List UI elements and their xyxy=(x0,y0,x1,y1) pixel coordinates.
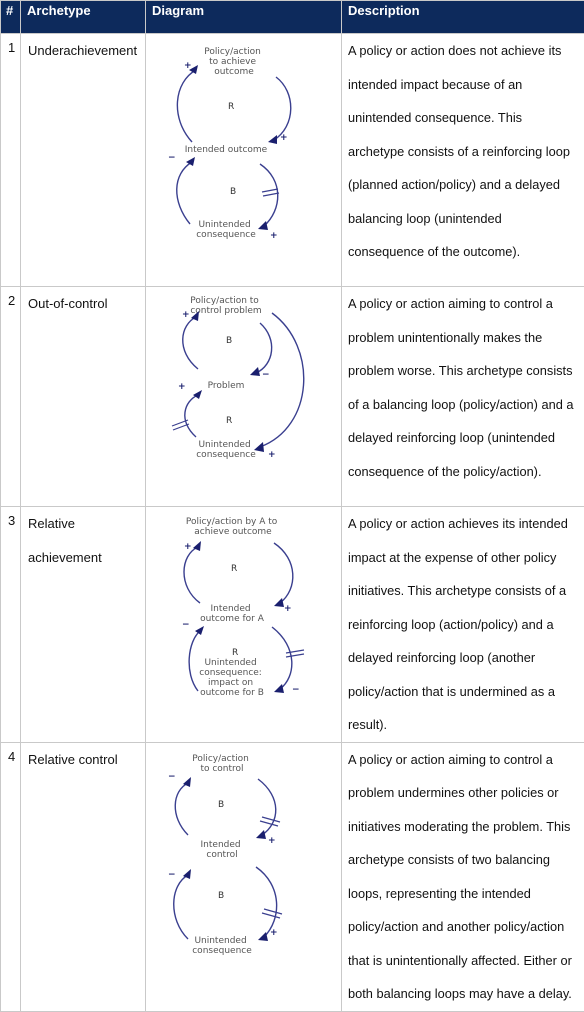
loop-arrow-down xyxy=(258,779,276,835)
diagram-cell: Policy/action to achieve outcome + + R I… xyxy=(146,34,342,287)
sign: − xyxy=(292,685,300,695)
sign: + xyxy=(270,928,278,938)
table-row: 2 Out-of-control Policy/action to contro… xyxy=(1,287,584,507)
sign: + xyxy=(270,231,278,241)
delay-mark xyxy=(260,821,278,826)
delay-mark xyxy=(262,189,278,192)
table-row: 1 Underachievement Policy/action to achi… xyxy=(1,34,584,287)
loop-arrow-up xyxy=(183,317,198,369)
loop-label: B xyxy=(218,800,224,810)
node-bottom: Unintended consequence xyxy=(196,220,256,240)
delay-mark xyxy=(262,913,280,918)
delay-mark xyxy=(286,654,304,657)
arrowhead xyxy=(258,221,268,230)
diagram-cell: Policy/action to control − + B Intended … xyxy=(146,742,342,1011)
delay-mark xyxy=(264,909,282,914)
node-middle: Intended control xyxy=(201,840,244,860)
loop-arrow-up xyxy=(177,162,192,224)
row-number: 2 xyxy=(1,287,21,507)
sign: − xyxy=(182,620,190,630)
loop-arrow-up xyxy=(174,875,188,939)
sign: − xyxy=(168,870,176,880)
sign: + xyxy=(184,61,192,71)
delay-mark xyxy=(263,193,279,196)
archetype-name: Underachievement xyxy=(21,34,146,287)
loop-arrow-up xyxy=(185,395,198,437)
causal-loop-diagram: Policy/action to control − + B Intended … xyxy=(146,743,342,997)
loop-label: R xyxy=(228,102,234,112)
sign: + xyxy=(184,542,192,552)
loop-arrow-down xyxy=(272,627,292,689)
table-row: 4 Relative control Policy/action to cont… xyxy=(1,742,584,1011)
diagram-cell: Policy/action to control problem + − + B… xyxy=(146,287,342,507)
loop-label: R xyxy=(231,564,237,574)
loop-arrow-down xyxy=(256,867,277,937)
loop-label: B xyxy=(226,336,232,346)
node-top: Policy/action to control problem xyxy=(190,296,261,316)
node-top: Policy/action to achieve outcome xyxy=(204,47,264,77)
loop-label: R xyxy=(232,648,238,658)
row-number: 3 xyxy=(1,507,21,743)
arrowhead xyxy=(274,684,284,693)
archetype-description: A policy or action aiming to control a p… xyxy=(342,742,584,1011)
delay-mark xyxy=(262,817,280,822)
table-header-row: # Archetype Diagram Description xyxy=(1,1,584,34)
archetype-name: Relative achievement xyxy=(21,507,146,743)
loop-label: B xyxy=(218,891,224,901)
node-bottom: Unintended consequence xyxy=(196,440,256,460)
loop-arrow-up xyxy=(175,783,188,835)
arrowhead xyxy=(195,626,204,635)
loop-label: B xyxy=(230,187,236,197)
loop-arrow-up xyxy=(184,547,200,603)
header-diagram: Diagram xyxy=(146,1,342,34)
table-row: 3 Relative achievement Policy/action by … xyxy=(1,507,584,743)
loop-arrow-down xyxy=(274,77,291,140)
sign: + xyxy=(280,133,288,143)
sign: + xyxy=(182,310,190,320)
arrowhead xyxy=(256,830,266,839)
header-num: # xyxy=(1,1,21,34)
loop-arrow-long xyxy=(260,313,304,447)
loop-arrow-down xyxy=(274,543,293,603)
node-middle: Intended outcome xyxy=(185,145,268,155)
node-middle: Problem xyxy=(208,381,245,391)
archetype-description: A policy or action does not achieve its … xyxy=(342,34,584,287)
archetype-description: A policy or action achieves its intended… xyxy=(342,507,584,743)
arrowhead xyxy=(274,598,284,607)
delay-mark xyxy=(286,650,304,653)
sign: + xyxy=(268,836,276,846)
node-top: Policy/action to control xyxy=(192,754,252,774)
arrowhead xyxy=(268,135,277,144)
sign: − xyxy=(262,370,270,380)
loop-arrow-up xyxy=(177,70,196,142)
causal-loop-diagram: Policy/action to achieve outcome + + R I… xyxy=(146,34,342,286)
sign: − xyxy=(168,772,176,782)
row-number: 1 xyxy=(1,34,21,287)
sign: + xyxy=(268,450,276,460)
archetype-name: Out-of-control xyxy=(21,287,146,507)
loop-label: R xyxy=(226,416,232,426)
row-number: 4 xyxy=(1,742,21,1011)
arrowhead xyxy=(250,367,260,376)
node-middle: Intended outcome for A xyxy=(200,604,265,624)
diagram-cell: Policy/action by A to achieve outcome + … xyxy=(146,507,342,743)
sign: + xyxy=(284,604,292,614)
archetype-name: Relative control xyxy=(21,742,146,1011)
node-bottom: Unintended consequence xyxy=(192,936,252,956)
causal-loop-diagram: Policy/action to control problem + − + B… xyxy=(146,287,342,506)
header-archetype: Archetype xyxy=(21,1,146,34)
node-bottom: Unintended consequence: impact on outcom… xyxy=(199,658,264,698)
node-top: Policy/action by A to achieve outcome xyxy=(186,517,280,537)
header-description: Description xyxy=(342,1,584,34)
loop-arrow-up xyxy=(189,631,200,691)
sign: + xyxy=(178,382,186,392)
causal-loop-diagram: Policy/action by A to achieve outcome + … xyxy=(146,507,342,741)
loop-arrow-down xyxy=(256,323,272,373)
sign: − xyxy=(168,153,176,163)
archetype-description: A policy or action aiming to control a p… xyxy=(342,287,584,507)
